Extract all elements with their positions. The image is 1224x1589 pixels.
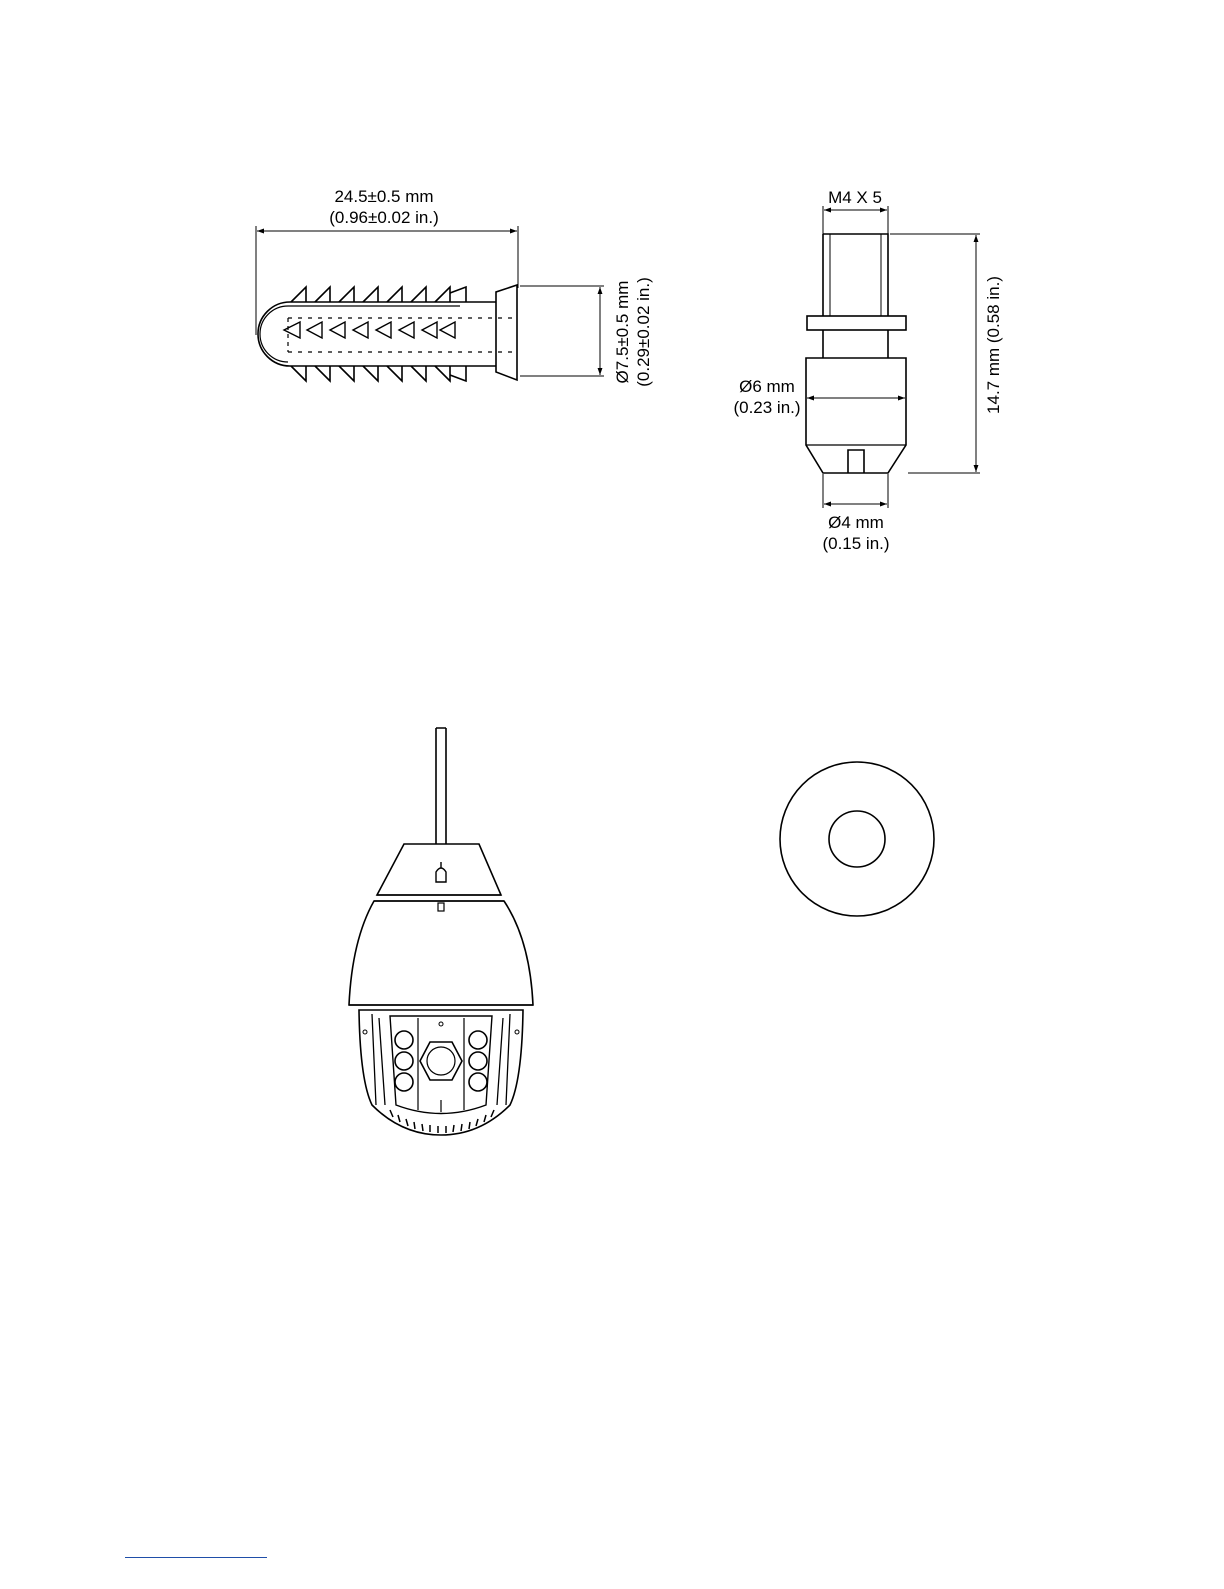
anchor-bottom-teeth — [291, 366, 466, 381]
screw-tip-mm-label: Ø4 mm — [828, 513, 884, 532]
screw-head — [806, 358, 906, 473]
screw-head-mm-label: Ø6 mm — [739, 377, 795, 396]
screw-neck — [823, 330, 888, 358]
screw-tip-in-label: (0.15 in.) — [822, 534, 889, 553]
footnote-rule — [125, 1557, 267, 1558]
wall-anchor-drawing: 24.5±0.5 mm (0.96±0.02 in.) — [256, 187, 653, 387]
washer-hole — [829, 811, 885, 867]
camera-dome — [359, 1010, 523, 1135]
ir-led-left-group — [395, 1031, 413, 1091]
camera-housing — [349, 901, 533, 1005]
anchor-length-mm-label: 24.5±0.5 mm — [334, 187, 433, 206]
anchor-body — [258, 302, 496, 366]
screw-slot — [848, 450, 864, 473]
camera-mount-pole — [436, 728, 446, 844]
camera-lens — [420, 1042, 462, 1080]
ir-led-right-group — [469, 1031, 487, 1091]
anchor-diameter-mm-label: Ø7.5±0.5 mm — [613, 281, 632, 384]
screw-length-label: 14.7 mm (0.58 in.) — [984, 276, 1003, 414]
screw-flange — [807, 316, 906, 330]
washer-outer-ring — [780, 762, 934, 916]
anchor-diameter-in-label: (0.29±0.02 in.) — [634, 277, 653, 387]
screw-drawing: M4 X 5 Ø6 mm (0.23 in.) Ø4 mm (0.15 in.)… — [733, 188, 1003, 553]
anchor-length-in-label: (0.96±0.02 in.) — [329, 208, 439, 227]
screw-head-in-label: (0.23 in.) — [733, 398, 800, 417]
anchor-top-teeth — [291, 287, 466, 302]
screw-thread-label: M4 X 5 — [828, 188, 882, 207]
washer-drawing — [780, 762, 934, 916]
screw-thread-body — [823, 234, 888, 316]
camera-top-cap — [377, 844, 501, 895]
ptz-camera-drawing — [349, 728, 533, 1135]
anchor-inner-barbs — [284, 322, 455, 338]
anchor-collar — [496, 285, 517, 380]
